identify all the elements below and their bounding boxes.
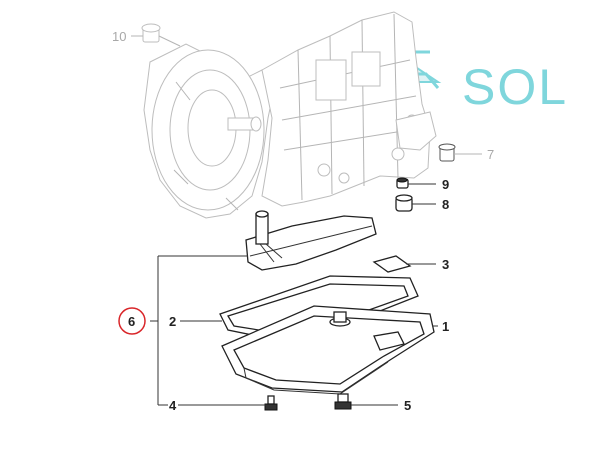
part-6-filter [245,210,377,271]
callout-7: 7 [487,147,494,162]
callout-3: 3 [442,257,449,272]
callout-2: 2 [169,314,176,329]
part-5-drain-plug [334,393,352,410]
transmission-housing [143,11,437,219]
callout-10: 10 [112,29,126,44]
group-bracket [150,255,266,406]
part-10-plug [141,23,181,47]
part-9-plug [396,177,409,189]
callout-1: 1 [442,319,449,334]
part-7-plug [438,143,456,162]
sol-logo-text: SOL [462,59,568,115]
part-1-oil-pan [221,305,435,395]
callout-4: 4 [169,398,177,413]
callout-6-highlight-circle [118,307,146,335]
part-4-bolt [264,395,278,411]
callout-6: 6 [128,314,135,329]
part-3-gasket [372,255,412,273]
callout-8: 8 [442,197,449,212]
part-8-plug [395,194,413,212]
callout-5: 5 [404,398,411,413]
callout-9: 9 [442,177,449,192]
